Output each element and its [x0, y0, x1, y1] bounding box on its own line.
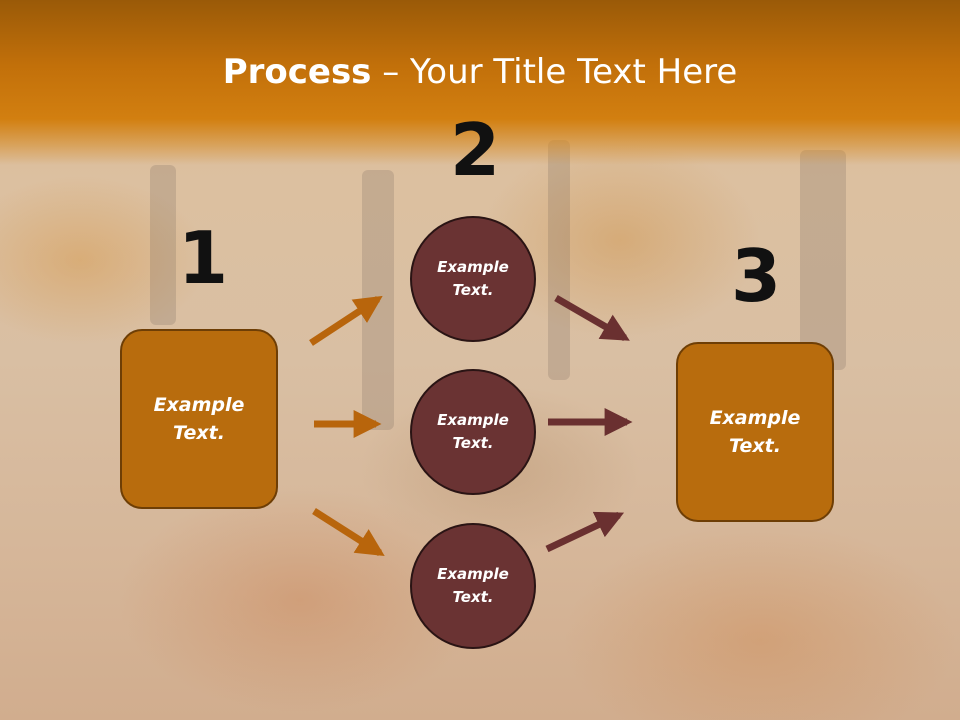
- step-1-box[interactable]: Example Text.: [120, 329, 278, 509]
- slide-title: Process – Your Title Text Here: [0, 52, 960, 92]
- arrow-box1-to-circle-top: [309, 295, 383, 346]
- step-2-circle-top[interactable]: Example Text.: [410, 216, 536, 342]
- arrow-box1-to-circle-bottom: [312, 508, 385, 557]
- title-bold-part: Process: [222, 52, 372, 92]
- step-2-circle-top-text: Example Text.: [437, 257, 509, 299]
- step-2-circle-bottom[interactable]: Example Text.: [410, 523, 536, 649]
- title-banner: [0, 0, 960, 165]
- arrow-circle-bottom-to-box3: [545, 511, 625, 553]
- step-3-number: 3: [731, 234, 782, 318]
- step-1-text: Example Text.: [153, 393, 245, 445]
- arrow-circle-top-to-box3: [554, 294, 630, 342]
- background-tree-trunk: [150, 165, 176, 325]
- step-3-text: Example Text.: [709, 406, 801, 458]
- step-1-number: 1: [178, 216, 229, 300]
- step-2-circle-middle-text: Example Text.: [437, 410, 509, 452]
- step-2-number: 2: [450, 108, 501, 192]
- title-subtext: – Your Title Text Here: [371, 52, 738, 92]
- background-tree-trunk: [800, 150, 846, 370]
- step-2-circle-middle[interactable]: Example Text.: [410, 369, 536, 495]
- step-2-circle-bottom-text: Example Text.: [437, 564, 509, 606]
- step-3-box[interactable]: Example Text.: [676, 342, 834, 522]
- background-tree-trunk: [548, 140, 570, 380]
